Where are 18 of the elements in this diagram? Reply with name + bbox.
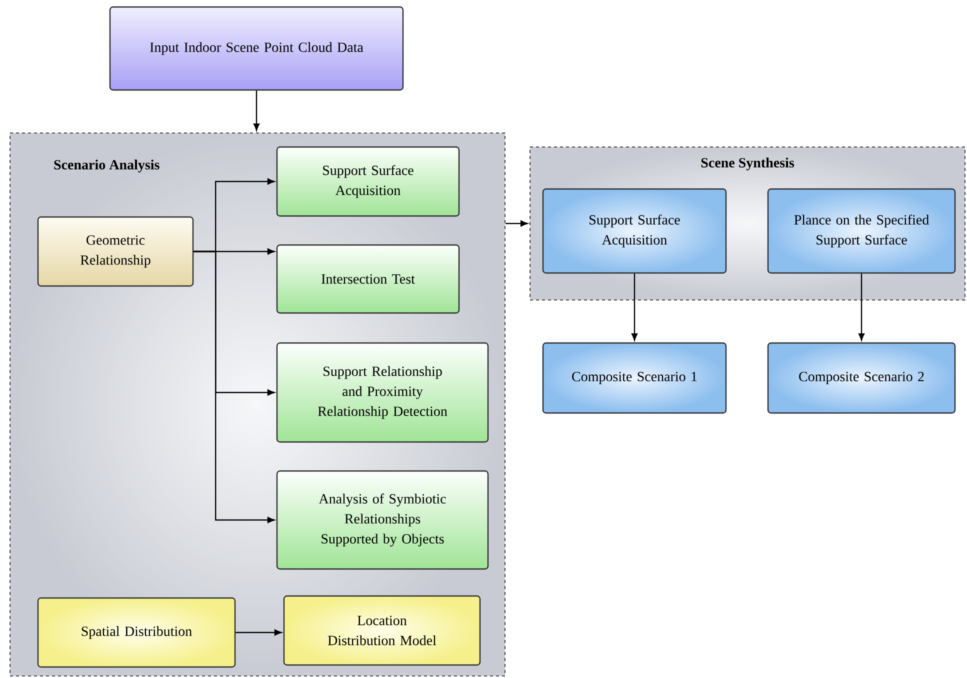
- arrow: [631, 274, 638, 341]
- process-box: Analysis of Symbiotic Relationships Supported by Objects: [276, 470, 489, 570]
- arrow: [194, 250, 275, 524]
- arrow: [858, 274, 865, 341]
- arrow: [236, 629, 282, 636]
- process-box: Support Surface Acquisition: [276, 146, 460, 217]
- process-box: Composite Scenario 1: [542, 342, 727, 414]
- process-box: Support Surface Acquisition: [542, 188, 727, 274]
- process-box: Support Relationship and Proximity Relationship Detection: [276, 342, 489, 443]
- arrow: [253, 90, 260, 131]
- process-box: Plance on the Specified Support Surface: [767, 188, 956, 274]
- process-box: Location Distribution Model: [283, 595, 481, 666]
- process-box: Intersection Test: [276, 244, 460, 314]
- process-box: Composite Scenario 2: [767, 342, 956, 414]
- arrow: [506, 220, 528, 227]
- process-box: Spatial Distribution: [37, 597, 236, 668]
- process-box: Input Indoor Scene Point Cloud Data: [109, 6, 404, 91]
- process-box: Geometric Relationship: [37, 216, 194, 287]
